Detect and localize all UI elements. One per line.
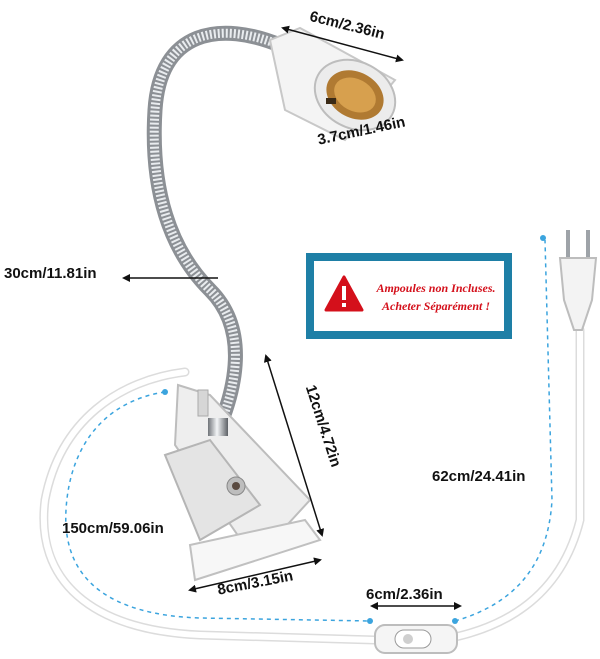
warning-line-2: Acheter Séparément ! xyxy=(382,299,490,313)
exclamation-triangle-icon xyxy=(324,275,364,312)
cable-guide-dashed xyxy=(65,391,371,622)
switch-length-label: 6cm/2.36in xyxy=(366,586,443,603)
cord-guide-dashed xyxy=(454,239,553,622)
total-cable-label: 150cm/59.06in xyxy=(62,520,164,537)
power-cable xyxy=(39,325,585,645)
eu-plug xyxy=(558,230,598,331)
clamp-clip xyxy=(163,383,322,582)
clip-height-arrow xyxy=(263,354,325,537)
warning-box: Ampoules non Incluses. Acheter Séparémen… xyxy=(306,253,512,339)
socket-length-arrow xyxy=(281,25,404,63)
clip-width-arrow xyxy=(188,557,322,593)
warning-line-1: Ampoules non Incluses. xyxy=(376,281,496,295)
cord-length-label: 62cm/24.41in xyxy=(432,468,526,485)
inline-switch xyxy=(374,624,458,654)
neck-length-label: 30cm/11.81in xyxy=(4,265,97,282)
